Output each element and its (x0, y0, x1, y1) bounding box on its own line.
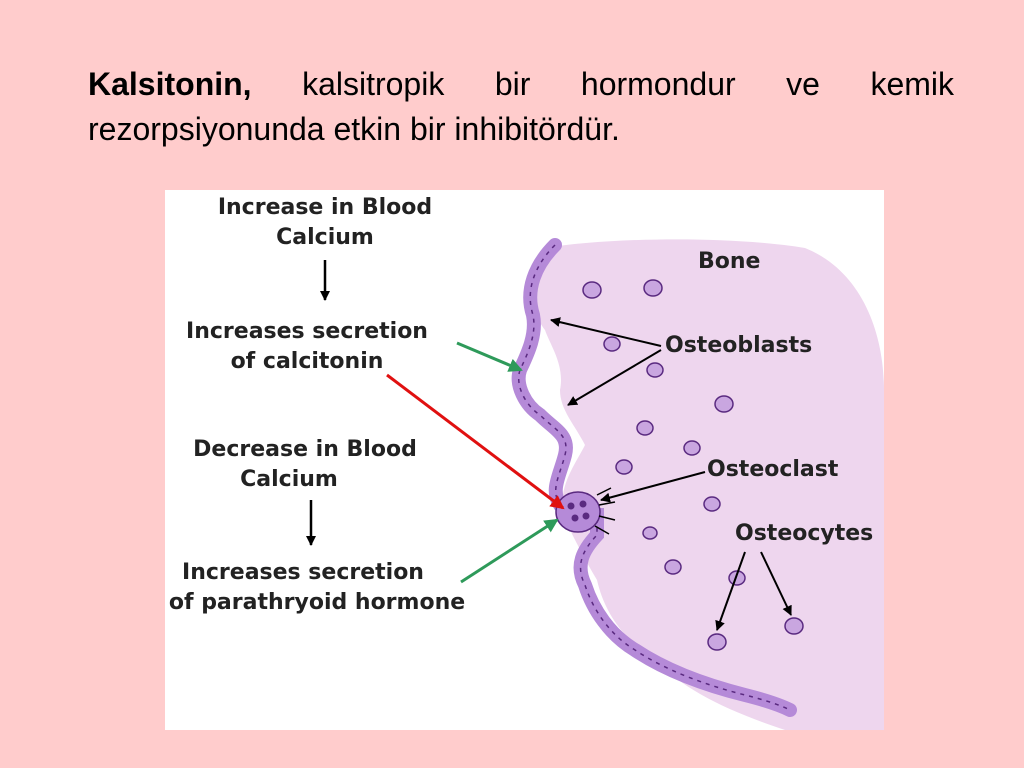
flow-step4-line2: of parathryoid hormone (169, 590, 465, 615)
flow-step3-line2: Calcium (240, 467, 338, 492)
label-osteoblasts: Osteoblasts (665, 333, 812, 358)
calcitonin-diagram: Increase in Blood Calcium Increases secr… (165, 190, 884, 730)
calcitonin-green-arrow (456, 341, 523, 372)
term-kalsitonin: Kalsitonin, (88, 66, 252, 102)
osteocyte-cells (582, 279, 804, 651)
slide-body-text: Kalsitonin, kalsitropik bir hormondur ve… (88, 62, 954, 152)
flow-step2-line2: of calcitonin (231, 349, 384, 374)
label-bone: Bone (698, 249, 760, 274)
flow-step4-line1: Increases secretion (182, 560, 424, 585)
flow-step3-line1: Decrease in Blood (193, 437, 417, 462)
osteoclast-pointer (600, 471, 706, 503)
label-osteoclast: Osteoclast (707, 457, 839, 482)
flow-step1-line2: Calcium (276, 225, 374, 250)
flow-step1-line1: Increase in Blood (218, 195, 432, 220)
label-osteocytes: Osteocytes (735, 521, 873, 546)
pth-green-arrow (460, 518, 559, 584)
bone-tissue (531, 239, 884, 730)
osteocytes-pointer-1 (715, 551, 746, 631)
osteoblasts-pointer-2 (567, 349, 662, 406)
osteoblasts-pointer-1 (550, 317, 662, 347)
flow-step2-line1: Increases secretion (186, 319, 428, 344)
osteoclast-cell (555, 487, 616, 535)
osteocytes-pointer-2 (760, 551, 792, 616)
calcitonin-red-arrow (386, 373, 565, 510)
definition-text: kalsitropik bir hormondur ve kemik rezor… (88, 66, 954, 147)
